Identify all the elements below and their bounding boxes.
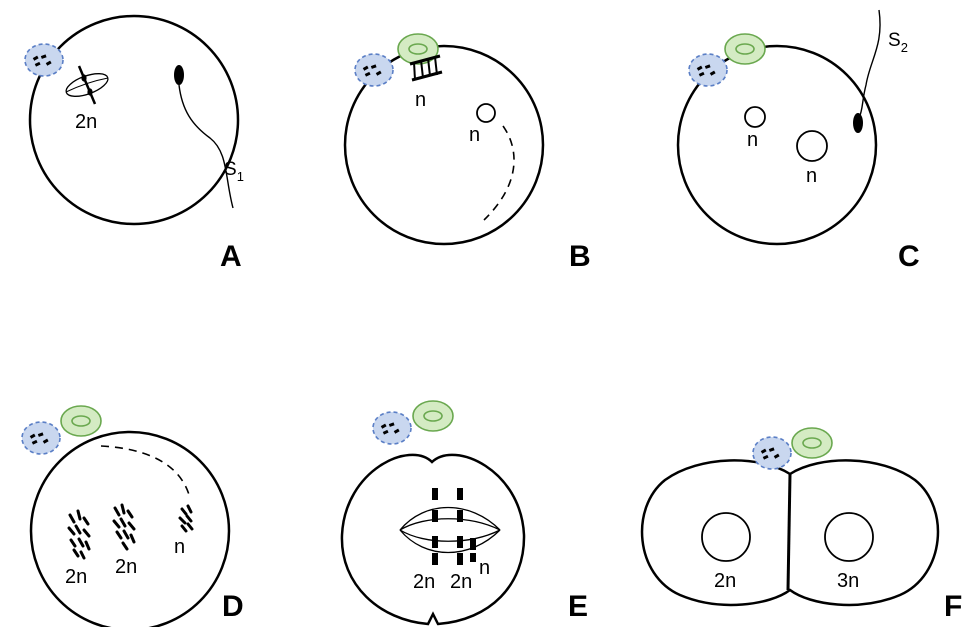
polar-body-1 [24,43,64,77]
panel-letter: E [568,590,588,623]
chromosome-set [432,488,476,565]
ploidy-label: n [806,165,817,187]
pronucleus [744,106,766,128]
polar-body-2 [791,427,833,459]
sperm-s1 [174,65,234,209]
ploidy-label: n [469,124,480,146]
panel-letter: C [898,240,920,273]
egg-cell [343,44,545,246]
ploidy-label: n [415,89,426,111]
polar-body-1 [372,411,412,445]
meiotic-spindle [65,65,109,105]
panel-c: n n S2 C [676,9,920,273]
ploidy-label: 3n [837,570,859,592]
chromosome-cluster [178,504,194,533]
egg-cell [676,44,878,246]
panel-letter: A [220,240,242,273]
ploidy-label: n [174,536,185,558]
sperm-path-dashed [483,125,515,221]
sperm-path-dashed [100,445,191,499]
sperm-label: S2 [888,30,908,55]
chromosome-cluster [67,509,91,560]
panel-f: 2n 3n F [640,427,962,623]
nucleus-left [701,512,751,562]
polar-body-1 [752,436,792,470]
sperm-label: S1 [224,159,244,184]
egg-cell [29,430,231,627]
panel-e: 2n 2n n E [340,400,588,626]
ploidy-label: n [747,129,758,151]
cleavage-membrane [786,473,792,591]
panel-d: 2n 2n n D [21,405,244,627]
ploidy-label: n [479,557,490,579]
panel-letter: B [569,240,591,273]
polar-body-2 [724,33,766,65]
pronucleus [476,103,496,123]
ploidy-label: 2n [450,571,472,593]
panel-a: 2n S1 A [24,14,244,273]
chromosome-bridge [409,54,443,82]
sperm-s2 [853,9,881,133]
polar-body-2 [60,405,102,437]
panel-letter: D [222,590,244,623]
polar-body-1 [21,421,61,455]
mitotic-spindle [399,506,501,554]
panel-letter: F [944,590,962,623]
panel-b: n n B [343,33,591,273]
ploidy-label: 2n [75,111,97,133]
egg-cell [28,14,240,226]
ploidy-label: 2n [413,571,435,593]
ploidy-label: 2n [714,570,736,592]
nucleus-right [824,512,874,562]
polar-body-1 [688,53,728,87]
pronucleus [796,130,828,162]
ploidy-label: 2n [65,566,87,588]
chromosome-cluster [112,503,136,551]
polar-body-1 [354,53,394,87]
polar-body-2 [412,400,454,432]
ploidy-label: 2n [115,556,137,578]
